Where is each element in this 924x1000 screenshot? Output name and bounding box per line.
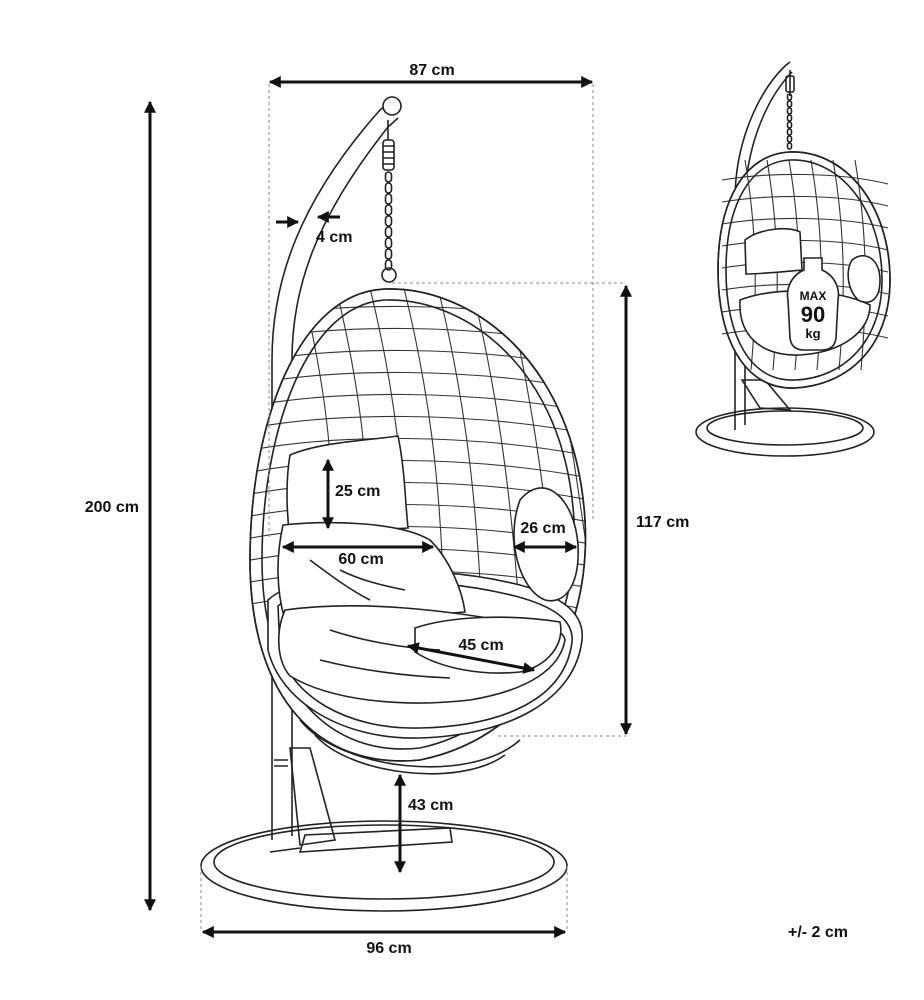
label-pole-thickness: 4 cm (316, 229, 352, 246)
support-pole (271, 96, 402, 840)
badge-weight-value: 90 (801, 302, 825, 327)
label-basket-height: 117 cm (636, 514, 689, 531)
dimension-lines (144, 76, 632, 938)
label-seat-depth: 45 cm (458, 637, 503, 654)
tolerance-note: +/- 2 cm (788, 924, 848, 941)
base-stand (200, 747, 568, 912)
label-opening-depth: 26 cm (520, 520, 565, 537)
hanging-egg-chair-thumbnail-icon (695, 61, 891, 457)
label-seat-width: 60 cm (338, 551, 383, 568)
badge-unit-label: kg (805, 326, 820, 341)
badge-max-label: MAX (800, 289, 827, 303)
dimension-labels: 87 cm 4 cm 200 cm 117 cm 25 cm 26 cm 60 … (85, 62, 848, 957)
label-ground-clearance: 43 cm (408, 797, 453, 814)
hanging-chain (381, 120, 397, 283)
label-total-height: 200 cm (85, 499, 139, 516)
label-base-diameter: 96 cm (366, 940, 411, 957)
weight-badge-icon: MAX 90 kg (786, 257, 840, 351)
label-overall-width: 87 cm (409, 62, 454, 79)
label-cushion-height: 25 cm (335, 483, 380, 500)
